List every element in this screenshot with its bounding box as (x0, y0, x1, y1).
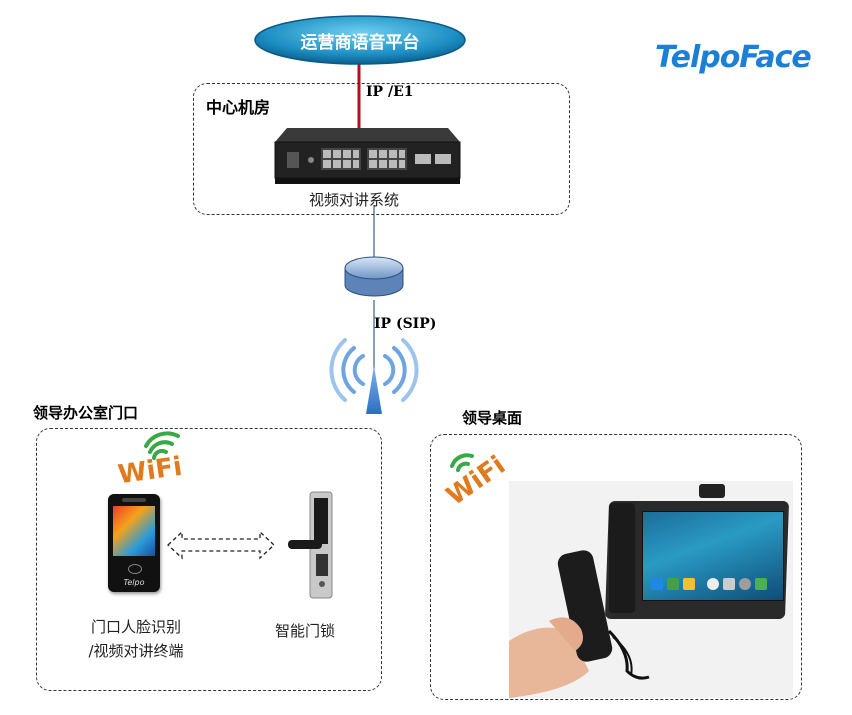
handset-in-hand (509, 550, 650, 698)
terminal-nfc-icon (128, 564, 142, 574)
center-room-title: 中心机房 (206, 98, 271, 117)
center-room-box (193, 83, 570, 215)
wifi-arcs-desk (450, 453, 474, 472)
wifi-arcs (144, 431, 180, 460)
terminal-label-line2: /视频对讲终端 (88, 642, 184, 660)
wifi-icon-desk: WiFi (441, 450, 514, 520)
platform-node: 运营商语音平台 (253, 14, 467, 66)
telpoface-logo: TelpoFace (655, 40, 812, 75)
lock-graphic (288, 491, 333, 599)
platform-label: 运营商语音平台 (300, 33, 420, 53)
desk-videophone-photo (509, 481, 793, 698)
app-call-icon[interactable] (667, 578, 679, 590)
smart-lock-device (288, 491, 336, 600)
screen-app-dock (651, 578, 775, 592)
platform-ellipse (254, 15, 466, 65)
phone-camera (699, 484, 725, 498)
office-door-box (36, 428, 382, 691)
face-terminal-device: Telpo (108, 494, 160, 592)
app-settings-icon[interactable] (739, 578, 751, 590)
logo-text: TelpoFace (655, 40, 812, 75)
link-label-ip-e1: IP /E1 (366, 84, 414, 100)
app-store-icon[interactable] (755, 578, 767, 590)
video-intercom-switch (274, 128, 461, 184)
terminal-label-line1: 门口人脸识别 (90, 618, 181, 636)
wifi-icon-office: WiFi (116, 431, 186, 490)
app-camera-icon[interactable] (723, 578, 735, 590)
app-browser-icon[interactable] (707, 578, 719, 590)
terminal-brand-text: Telpo (123, 578, 145, 587)
link-label-ip-sip: IP (SIP) (374, 316, 437, 332)
app-phone-icon[interactable] (651, 578, 663, 590)
switch-graphic (274, 128, 461, 184)
office-door-title: 领导办公室门口 (33, 404, 139, 422)
app-folder-icon[interactable] (683, 578, 695, 590)
terminal-screen[interactable] (113, 506, 155, 556)
phone-cradle (609, 503, 635, 613)
lock-label: 智能门锁 (274, 622, 335, 640)
center-device-label: 视频对讲系统 (308, 191, 399, 209)
phone-screen[interactable] (642, 511, 784, 601)
terminal-camera (122, 498, 146, 502)
desk-box (430, 434, 802, 700)
desk-title: 领导桌面 (462, 409, 523, 427)
